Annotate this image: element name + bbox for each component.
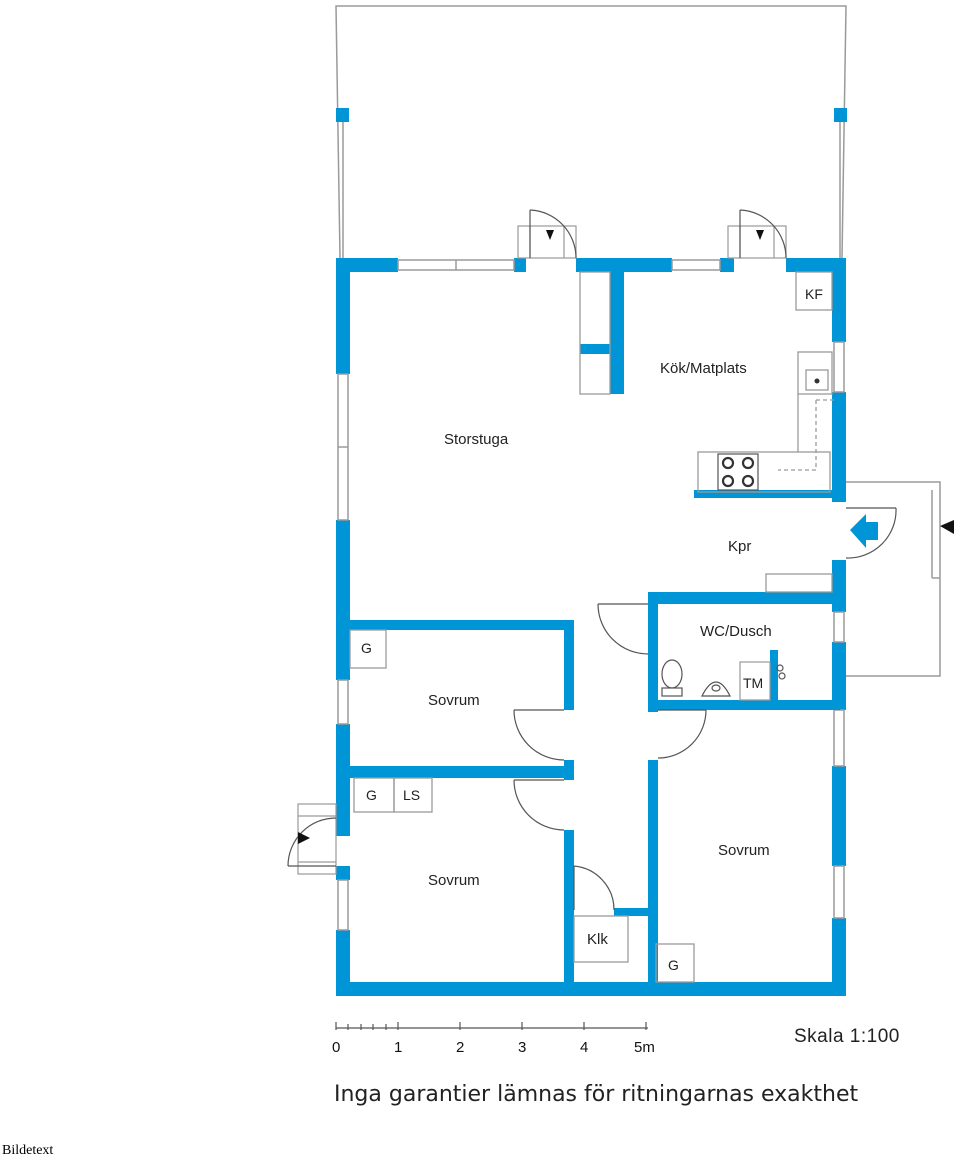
- image-caption: Bildetext: [2, 1143, 54, 1158]
- terrace-post-left: [336, 108, 349, 122]
- terrace-door-arrow-icon: [756, 230, 764, 240]
- fixture-label-tm: TM: [743, 675, 763, 691]
- kitchen-fixtures: [579, 271, 834, 593]
- fixture-label-g: G: [366, 787, 377, 803]
- scale-tick-label: 4: [580, 1039, 588, 1056]
- room-label-wc: WC/Dusch: [700, 623, 772, 640]
- disclaimer-text: Inga garantier lämnas för ritningarnas e…: [334, 1082, 859, 1107]
- windows: [337, 259, 845, 931]
- side-door-arrow-icon: [298, 832, 310, 844]
- storage-boxes: [349, 629, 695, 983]
- entrance-arrow-icon: [850, 514, 878, 548]
- fixture-label-g: G: [361, 640, 372, 656]
- doors: [287, 209, 897, 911]
- room-label-sovrum-3: Sovrum: [718, 842, 770, 859]
- terrace-post-right: [834, 108, 847, 122]
- scale-tick-label: 5m: [634, 1039, 655, 1056]
- porch-arrow-icon: [940, 520, 954, 534]
- fixture-label-g: G: [668, 957, 679, 973]
- porch-outline: [846, 481, 941, 677]
- room-label-klk: Klk: [587, 931, 608, 948]
- terrace-outline: [335, 5, 847, 259]
- fixture-label-kf: KF: [805, 286, 823, 302]
- scale-tick-label: 2: [456, 1039, 464, 1056]
- stove-icon: [717, 453, 759, 491]
- room-label-kok: Kök/Matplats: [660, 360, 747, 377]
- scale-tick-label: 0: [332, 1039, 340, 1056]
- room-label-sovrum-1: Sovrum: [428, 692, 480, 709]
- room-label-kpr: Kpr: [728, 538, 751, 555]
- scale-bar: [335, 1022, 648, 1030]
- terrace-door-arrow-icon: [546, 230, 554, 240]
- scale-label: Skala 1:100: [794, 1026, 900, 1047]
- room-label-sovrum-2: Sovrum: [428, 872, 480, 889]
- room-label-storstuga: Storstuga: [444, 431, 509, 448]
- wc-fixtures: [661, 659, 786, 701]
- scale-tick-label: 1: [394, 1039, 402, 1056]
- fixture-label-ls: LS: [403, 787, 420, 803]
- outer-walls: [336, 258, 846, 996]
- scale-tick-label: 3: [518, 1039, 526, 1056]
- interior-walls: [336, 258, 840, 996]
- sink-drain-icon: [814, 378, 820, 384]
